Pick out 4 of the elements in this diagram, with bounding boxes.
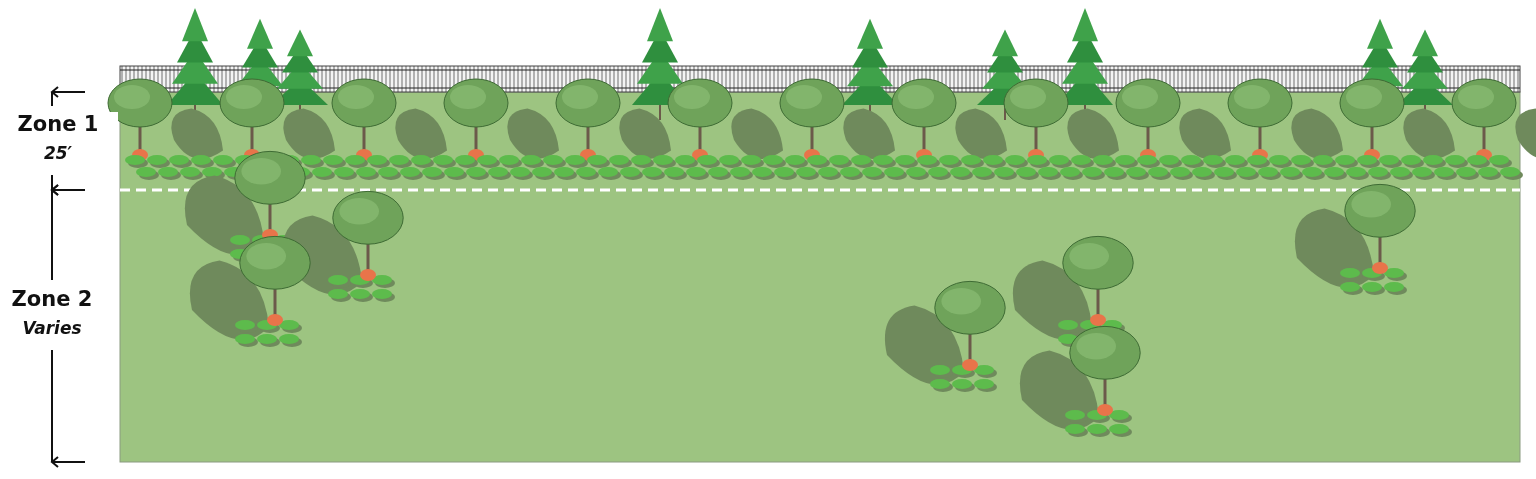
zone-label: Zone 1 xyxy=(17,112,99,136)
zone-label: Zone 2 xyxy=(11,287,93,311)
dimension-label: 25′ xyxy=(43,143,73,163)
dimension-label: Varies xyxy=(22,318,82,338)
